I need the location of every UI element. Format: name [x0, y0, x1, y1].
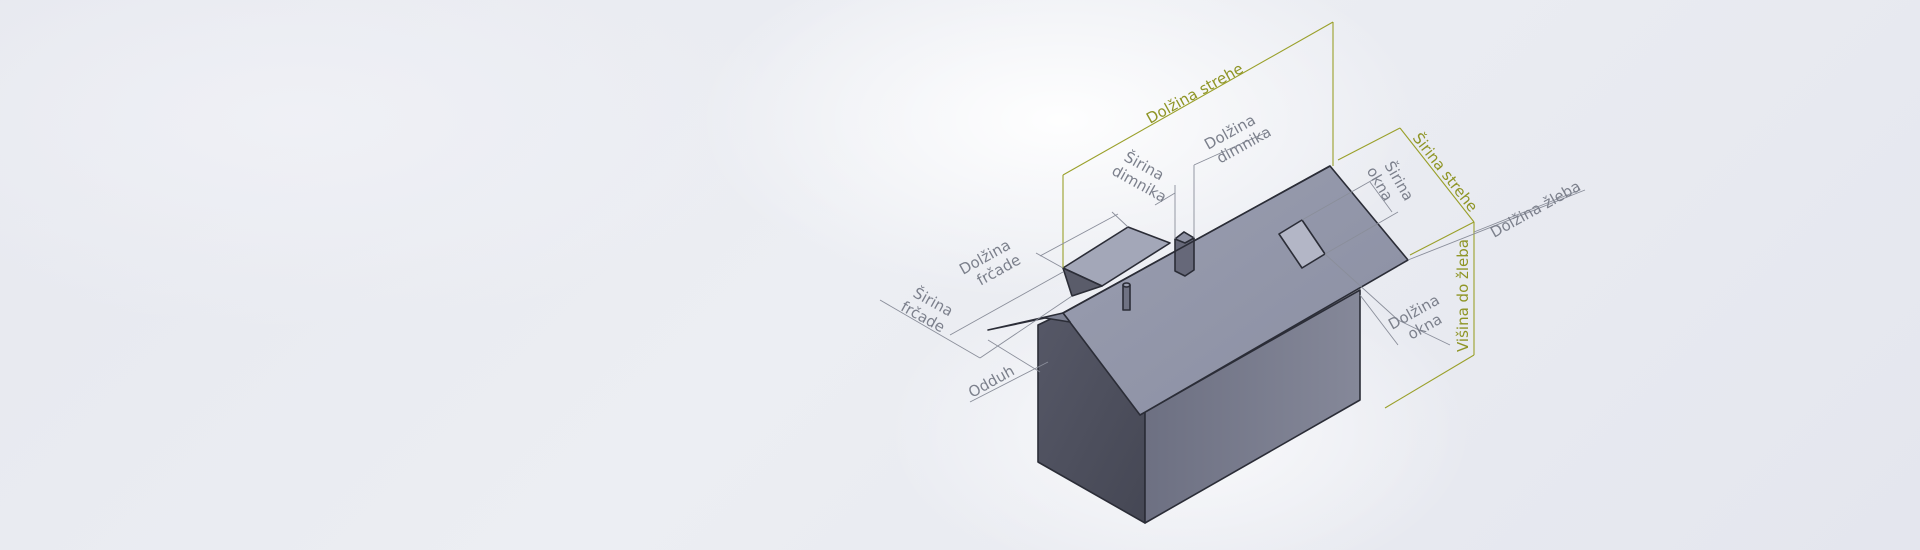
label-dolzina-zleba: Dolžina žleba — [1487, 177, 1584, 241]
label-odduh: Odduh — [965, 362, 1017, 402]
house-body — [987, 165, 1409, 524]
label-dolzina-strehe: Dolžina strehe — [1143, 59, 1246, 127]
label-sirina-strehe: Širina strehe — [1409, 129, 1482, 216]
side-wall — [1144, 289, 1361, 524]
label-visina-do-zleba: Višina do žleba — [1454, 239, 1472, 352]
dormer — [1062, 226, 1171, 297]
chimney — [1174, 231, 1195, 277]
dimension-lines — [879, 21, 1586, 409]
vent-pipe — [1122, 282, 1131, 311]
